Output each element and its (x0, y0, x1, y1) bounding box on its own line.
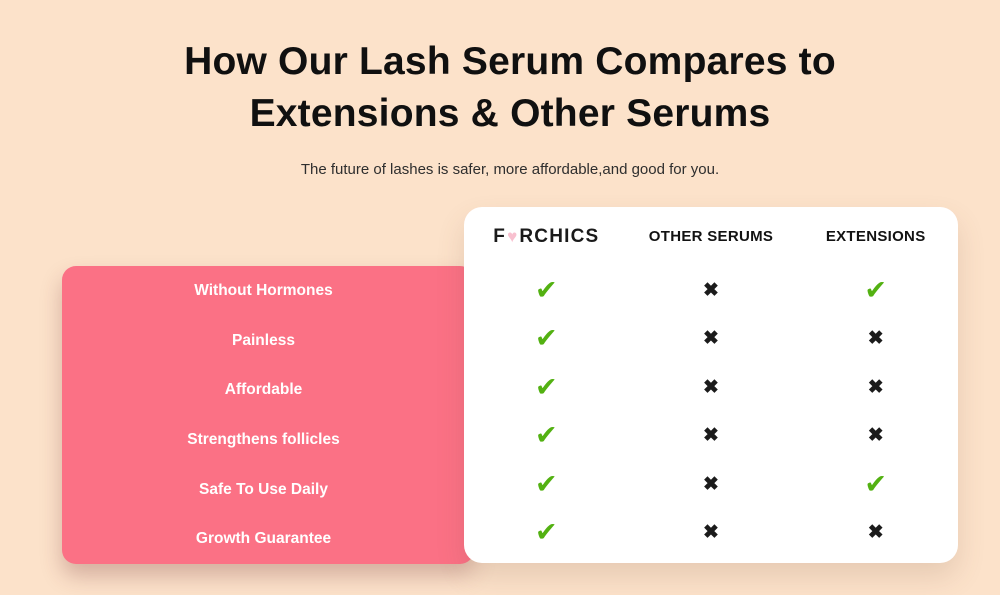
feature-label: Without Hormones (194, 281, 333, 299)
check-icon: ✔ (535, 517, 558, 548)
page-title-line2: Extensions & Other Serums (249, 92, 771, 136)
cross-icon: ✖ (867, 425, 884, 447)
page-title: How Our Lash Serum Compares to Extensions… (0, 36, 1000, 140)
comparison-row: ✔ ✖ ✔ (464, 266, 958, 315)
forchics-logo: F♥RCHICS (464, 226, 629, 248)
comparison-cell: ✖ (629, 460, 794, 509)
comparison-cell: ✖ (793, 412, 958, 461)
comparison-cell: ✔ (464, 509, 629, 558)
page-subtitle: The future of lashes is safer, more affo… (300, 161, 720, 178)
comparison-cell: ✖ (629, 266, 794, 315)
cross-icon: ✖ (867, 376, 884, 398)
cross-icon: ✖ (703, 279, 719, 301)
cross-icon: ✖ (703, 473, 719, 495)
feature-label: Affordable (224, 381, 303, 399)
comparison-row: ✔ ✖ ✖ (464, 363, 958, 412)
feature-label: Strengthens follicles (187, 430, 340, 448)
check-icon: ✔ (864, 274, 887, 305)
comparison-cell: ✖ (793, 509, 958, 558)
cross-icon: ✖ (867, 328, 884, 350)
heart-icon: ♥ (507, 226, 519, 246)
comparison-card: F♥RCHICS OTHER SERUMS EXTENSIONS ✔✖✔✔✖✖✔… (464, 207, 958, 563)
page-title-line1: How Our Lash Serum Compares to (184, 40, 836, 84)
comparison-cell: ✔ (464, 412, 629, 461)
cross-icon: ✖ (703, 328, 719, 350)
check-icon: ✔ (864, 468, 887, 499)
feature-label: Painless (232, 331, 295, 349)
comparison-cell: ✔ (464, 266, 629, 315)
check-icon: ✔ (535, 323, 558, 354)
column-header-extensions: EXTENSIONS (825, 228, 926, 245)
comparison-cell: ✖ (629, 509, 794, 558)
feature-label: Growth Guarantee (195, 530, 332, 548)
logo-text-chics: CHICS (534, 225, 600, 247)
cross-icon: ✖ (703, 376, 719, 398)
cross-icon: ✖ (867, 522, 884, 544)
logo-letter-r: R (519, 225, 535, 247)
column-header-other-serums: OTHER SERUMS (648, 228, 774, 245)
comparison-cell: ✔ (464, 315, 629, 364)
logo-letter-f: F (493, 225, 507, 247)
check-icon: ✔ (535, 420, 558, 451)
comparison-row: ✔ ✖ ✖ (464, 315, 958, 364)
comparison-cell: ✖ (629, 412, 794, 461)
comparison-cell: ✔ (464, 363, 629, 412)
comparison-grid: ✔ ✖ ✔ ✔ ✖ ✖ ✔ ✖ ✖ ✔ ✖ ✖ ✔ ✖ ✔ ✔ ✖ ✖ (464, 266, 958, 563)
comparison-row: ✔ ✖ ✖ (464, 509, 958, 558)
comparison-cell: ✖ (629, 315, 794, 364)
feature-label: Safe To Use Daily (199, 480, 328, 498)
check-icon: ✔ (535, 468, 558, 499)
comparison-cell: ✔ (793, 266, 958, 315)
comparison-cell: ✖ (629, 363, 794, 412)
cross-icon: ✖ (703, 522, 719, 544)
comparison-row: ✔ ✖ ✖ (464, 412, 958, 461)
comparison-cell: ✔ (793, 460, 958, 509)
check-icon: ✔ (535, 371, 558, 402)
comparison-cell: ✔ (464, 460, 629, 509)
comparison-cell: ✖ (793, 363, 958, 412)
comparison-header: F♥RCHICS OTHER SERUMS EXTENSIONS (464, 207, 958, 266)
cross-icon: ✖ (703, 425, 719, 447)
comparison-row: ✔ ✖ ✔ (464, 460, 958, 509)
comparison-cell: ✖ (793, 315, 958, 364)
check-icon: ✔ (535, 274, 558, 305)
